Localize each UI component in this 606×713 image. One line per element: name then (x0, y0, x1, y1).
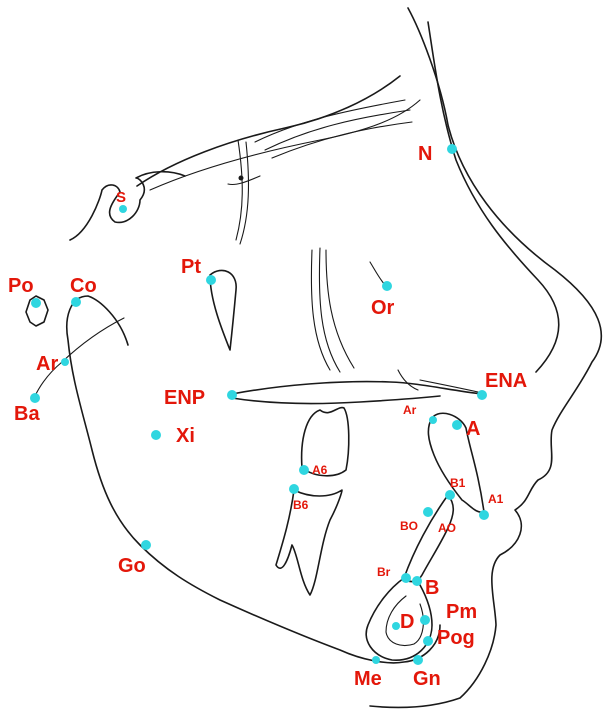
label-go: Go (118, 555, 146, 577)
label-pog: Pog (437, 627, 475, 649)
landmark-point-br (401, 573, 411, 583)
palatal-plane-upper (232, 382, 482, 394)
label-ar: Ar (36, 353, 58, 375)
orbital-roof-line-2 (255, 100, 405, 142)
sphenoid-line-3 (228, 176, 260, 185)
landmark-point-a6 (299, 465, 309, 475)
maxilla-curve (398, 370, 418, 390)
label-or: Or (371, 297, 395, 319)
label-b1: B1 (450, 476, 466, 490)
landmark-point-b1 (445, 490, 455, 500)
label-me: Me (354, 668, 382, 690)
label-ao: AO (438, 521, 456, 535)
label-s: S (116, 189, 126, 206)
landmark-point-ar (61, 358, 69, 366)
landmark-point-ba (30, 393, 40, 403)
landmark-point-b (412, 576, 422, 586)
label-a: A (466, 418, 480, 440)
landmark-point-or (382, 281, 392, 291)
label-bo: BO (400, 519, 418, 533)
label-a1: A1 (488, 492, 504, 506)
center-dot (239, 176, 244, 181)
label-br: Br (377, 565, 391, 579)
landmark-point-pt (206, 275, 216, 285)
orbital-roof-line-1 (150, 100, 420, 190)
landmark-point-xi (151, 430, 161, 440)
orbital-roof-line-3 (265, 110, 410, 150)
landmark-point-po (31, 298, 41, 308)
landmark-point-go (141, 540, 151, 550)
label-gn: Gn (413, 668, 441, 690)
lower-molar-outline (276, 490, 342, 595)
label-a6: A6 (312, 463, 328, 477)
landmark-point-a1 (479, 510, 489, 520)
landmark-point-gn (413, 655, 423, 665)
landmark-point-pog (423, 636, 433, 646)
label-n: N (418, 143, 432, 165)
label-b: B (425, 577, 439, 599)
sella-turcica-outline (70, 172, 185, 240)
nasal-bone-outline (428, 22, 559, 372)
label-xi: Xi (176, 425, 195, 447)
label-ena: ENA (485, 370, 527, 392)
orbital-roof-line-4 (272, 122, 412, 158)
label-ar2: Ar (403, 403, 417, 417)
landmark-point-bo (423, 507, 433, 517)
landmark-point-s (119, 205, 127, 213)
label-pm: Pm (446, 601, 477, 623)
landmark-point-b6 (289, 484, 299, 494)
label-pt: Pt (181, 256, 201, 278)
mandible-outline (67, 296, 440, 663)
landmark-point-pm (420, 615, 430, 625)
label-b6: B6 (293, 498, 309, 512)
label-co: Co (70, 275, 97, 297)
landmark-point-co (71, 297, 81, 307)
label-ba: Ba (14, 403, 40, 425)
landmark-point-d (392, 622, 400, 630)
label-enp: ENP (164, 387, 205, 409)
landmark-point-me (372, 656, 380, 664)
label-po: Po (8, 275, 34, 297)
soft-tissue-profile (370, 8, 601, 707)
landmark-point-n (447, 144, 457, 154)
label-d: D (400, 611, 414, 633)
landmark-point-enp (227, 390, 237, 400)
landmark-point-a (452, 420, 462, 430)
pterygomaxillary-line-3 (326, 250, 354, 368)
landmark-point-ar2 (429, 416, 437, 424)
sphenoid-line-1 (236, 140, 242, 240)
